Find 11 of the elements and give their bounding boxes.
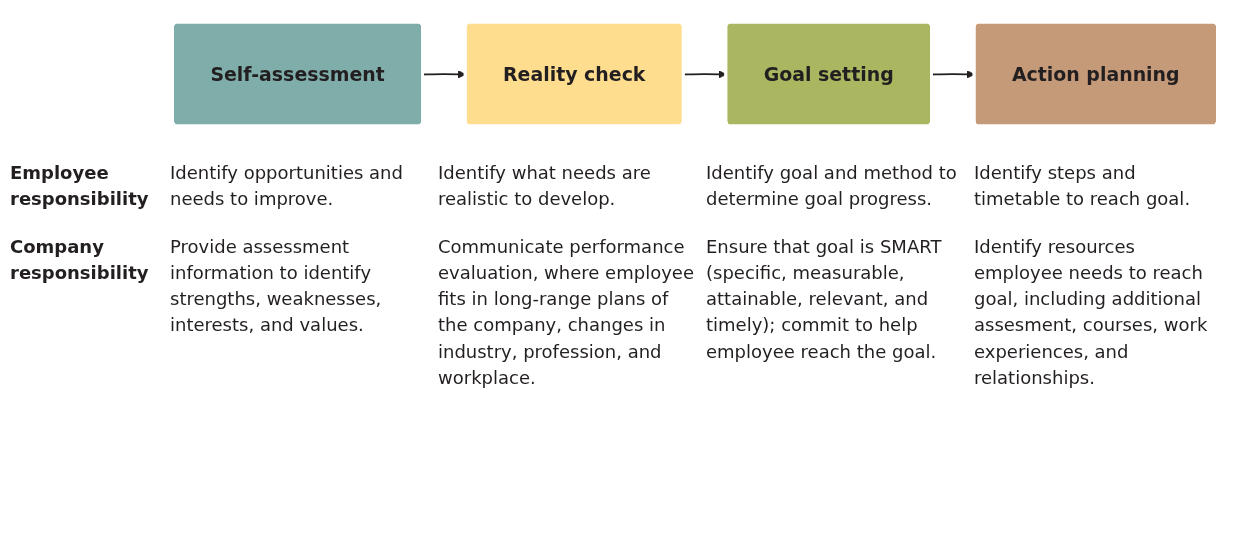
responsibility-text: Identify resources employee needs to reach goal, including additional assesment, courses, work experiences, and relationships. <box>974 235 1209 390</box>
responsibility-text: Identify what needs are realistic to develop. <box>438 161 652 212</box>
row-heading: Company responsibility <box>10 235 150 286</box>
responsibility-text: Provide assessment information to identify strengths, weaknesses, interests, and values. <box>170 235 383 338</box>
responsibility-text: Identify opportunities and needs to improve. <box>170 161 404 212</box>
responsibility-text: Ensure that goal is SMART (specific, measurable, attainable, relevant, and timely); commit to help employee reach the goal. <box>706 235 943 364</box>
arrow <box>931 70 975 79</box>
responsibility-text: Identify steps and timetable to reach goal. <box>974 161 1192 212</box>
responsibility-text: Communicate performance evaluation, where employee fits in long-range plans of the company, changes in industry, profession, and workplace. <box>438 235 695 390</box>
responsibility-text: Identify goal and method to determine goal progress. <box>706 161 958 212</box>
row-heading: Employee responsibility <box>10 161 150 212</box>
